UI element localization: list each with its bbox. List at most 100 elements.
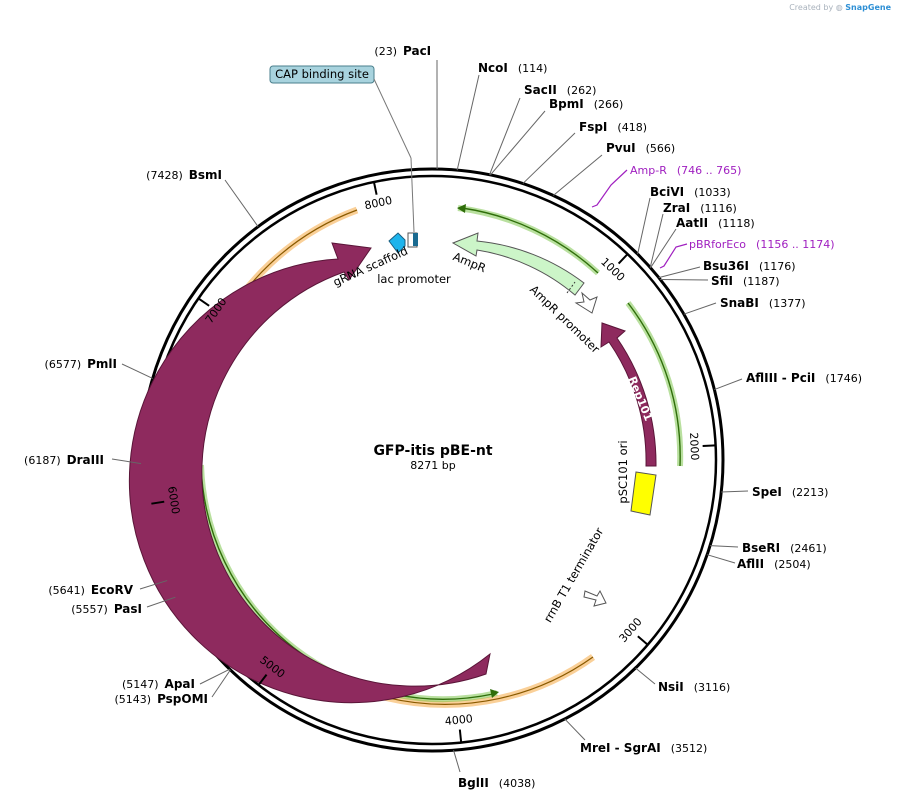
site-position: (3512)	[671, 742, 708, 755]
restriction-site: SfiI(1187)	[711, 274, 780, 288]
tick-label: 6000	[165, 485, 182, 515]
restriction-site-labels: PacI(23)NcoI(114)SacII(262)BpmI(266)FspI…	[24, 44, 862, 790]
tick-label: 8000	[363, 194, 393, 212]
credit-brand: SnapGene	[845, 3, 891, 12]
tick-mark	[637, 635, 649, 646]
site-name: AatII	[676, 216, 708, 230]
psc101-ori-box	[630, 471, 657, 516]
green-arc-top-arrowhead	[457, 204, 466, 213]
green-arc-inner-arrowhead	[490, 689, 499, 698]
green-arc-right-core	[627, 302, 681, 467]
cap-binding-site-leader	[373, 78, 412, 159]
green-arc-inner-core	[200, 464, 494, 700]
site-name: Bsu36I	[703, 259, 749, 273]
site-name: BpmI	[549, 97, 584, 111]
site-leader	[714, 378, 743, 391]
site-position: (2461)	[790, 542, 827, 555]
site-name: ApaI	[165, 677, 195, 691]
site-leader	[121, 363, 153, 379]
site-name: BseRI	[742, 541, 780, 555]
tick-mark	[197, 297, 210, 307]
site-leader	[111, 458, 142, 465]
site-leader	[522, 132, 576, 184]
primer-labels: Amp-R (746 .. 765) pBRforEco(1156 .. 1174)	[591, 164, 835, 269]
site-position: (1033)	[694, 186, 731, 199]
site-position: (1377)	[769, 297, 806, 310]
site-position: (5143)	[114, 693, 151, 706]
primer-site: pBRforEco(1156 .. 1174)	[689, 238, 835, 251]
site-leader	[637, 197, 651, 255]
site-position: (266)	[594, 98, 624, 111]
site-leader	[564, 718, 586, 741]
restriction-site: PspOMI(5143)	[114, 692, 208, 706]
site-leader	[721, 490, 749, 493]
site-name: AflIII - PciI	[746, 371, 815, 385]
restriction-site: DraIII (6187)	[24, 453, 104, 467]
snapgene-logo-icon: ◍	[835, 3, 843, 12]
tick-mark	[617, 253, 629, 265]
site-position: (418)	[617, 121, 647, 134]
site-position: (1118)	[718, 217, 755, 230]
restriction-site: PvuI(566)	[606, 141, 675, 155]
site-leader	[710, 545, 739, 548]
site-position: (2504)	[774, 558, 811, 571]
cap-binding-site-label: CAP binding site	[275, 67, 369, 81]
primer-name: pBRforEco	[689, 238, 746, 251]
site-leader	[658, 266, 701, 279]
restriction-site: ZraI(1116)	[663, 201, 737, 215]
psc101-ori-label: pSC101 ori	[616, 440, 630, 503]
lac-promoter-label: lac promoter	[377, 272, 451, 286]
restriction-site: BglII(4038)	[458, 776, 535, 790]
site-leader	[211, 669, 231, 698]
restriction-site: AatII (1118)	[676, 216, 755, 230]
site-position: (6187)	[24, 454, 61, 467]
restriction-site: PacI(23)	[374, 44, 431, 58]
restriction-site: AflII(2504)	[737, 557, 811, 571]
site-position: (7428)	[146, 169, 183, 182]
site-name: BsmI	[189, 168, 222, 182]
primer-name: Amp-R	[630, 164, 667, 177]
restriction-site: ApaI (5147)	[122, 677, 195, 691]
cap-binding-site-leader-2	[410, 157, 415, 233]
cap-binding-site-box	[269, 65, 375, 84]
site-name: NsiI	[658, 680, 684, 694]
site-leader	[635, 667, 656, 685]
site-position: (262)	[567, 84, 597, 97]
site-position: (23)	[374, 45, 397, 58]
site-leader	[199, 668, 230, 685]
credit-prefix: Created by	[789, 3, 834, 12]
restriction-site: MreI - SgrAI(3512)	[580, 741, 707, 755]
site-name: BglII	[458, 776, 489, 790]
tick-mark	[702, 444, 716, 448]
site-position: (5147)	[122, 678, 159, 691]
grna-scaffold-arrow	[388, 232, 406, 254]
site-leader	[139, 580, 168, 590]
site-position: (2213)	[792, 486, 829, 499]
site-name: SpeI	[752, 485, 782, 499]
primer-range: (746 .. 765)	[677, 164, 742, 177]
site-name: DraIII	[67, 453, 104, 467]
site-position: (1116)	[700, 202, 737, 215]
site-name: NcoI	[478, 61, 508, 75]
site-name: FspI	[579, 120, 607, 134]
restriction-site: BciVI (1033)	[650, 185, 731, 199]
site-leader	[552, 154, 603, 196]
site-leader	[224, 179, 259, 227]
restriction-site: SpeI (2213)	[752, 485, 828, 499]
site-name: SnaBI	[720, 296, 759, 310]
cas9-label: Cas9	[225, 508, 247, 540]
site-leader	[453, 750, 461, 773]
site-position: (3116)	[694, 681, 731, 694]
restriction-site: PmlI(6577)	[45, 357, 117, 371]
tick-mark	[151, 500, 165, 505]
ampr-promoter-label: AmpR promoter	[527, 282, 603, 356]
restriction-site: Bsu36I(1176)	[703, 259, 796, 273]
site-position: (5557)	[71, 603, 108, 616]
site-position: (566)	[646, 142, 676, 155]
site-name: BciVI	[650, 185, 684, 199]
restriction-site: NsiI (3116)	[658, 680, 730, 694]
restriction-site: SnaBI (1377)	[720, 296, 805, 310]
snapgene-credit: Created by ◍ SnapGene	[789, 3, 891, 12]
site-leader	[456, 74, 480, 171]
site-name: EcoRV	[91, 583, 134, 597]
